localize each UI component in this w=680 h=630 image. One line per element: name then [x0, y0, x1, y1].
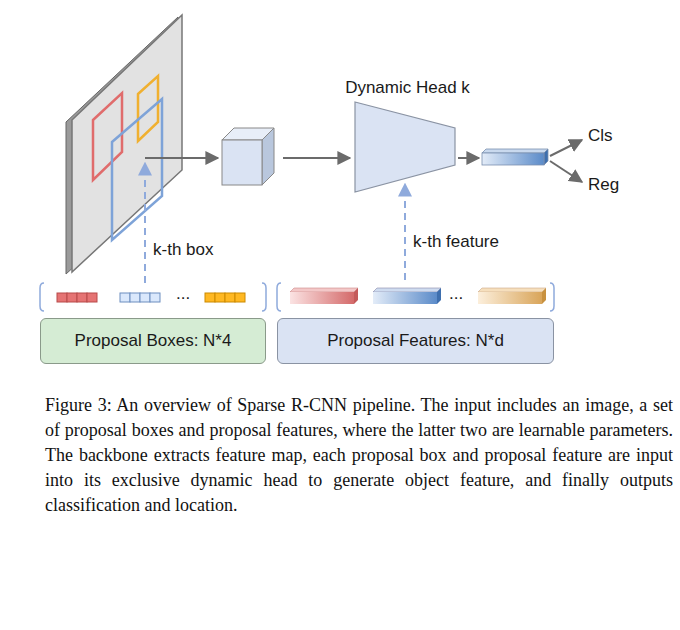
vector-cell — [87, 293, 97, 302]
cls-arrow — [550, 140, 582, 156]
dynamic-head: Dynamic Head k — [320, 78, 495, 196]
head-title: Dynamic Head k — [320, 78, 495, 98]
flow-arrow — [283, 157, 350, 159]
box-vectors — [57, 293, 245, 302]
blue-box — [112, 99, 162, 240]
box-label: Proposal Features: N*d — [327, 331, 504, 351]
vector-cell — [205, 293, 215, 302]
output-label: Cls — [588, 126, 613, 146]
reg-arrow — [550, 161, 582, 182]
flow-arrow — [145, 157, 218, 159]
vector-cell — [57, 293, 67, 302]
dashed-arrow — [404, 184, 406, 280]
proposal-features-box: Proposal Features: N*d — [277, 318, 554, 364]
bracket — [40, 283, 554, 311]
vector-cell — [67, 293, 77, 302]
vector-cell — [130, 293, 140, 302]
dashed-arrow — [144, 163, 146, 283]
image-plane — [66, 15, 182, 274]
vector-cell — [140, 293, 150, 302]
vector-cell — [225, 293, 235, 302]
vector-cell — [77, 293, 87, 302]
vector-cell — [235, 293, 245, 302]
output-label: Reg — [588, 175, 619, 195]
feature-vectors — [290, 288, 546, 304]
box-label: Proposal Boxes: N*4 — [75, 331, 232, 351]
roi-cube — [222, 128, 274, 185]
figure-caption: Figure 3: An overview of Sparse R-CNN pi… — [45, 393, 673, 518]
vector-cell — [120, 293, 130, 302]
arrow-label: k-th box — [153, 240, 213, 260]
orange-box — [138, 76, 158, 141]
flow-arrow — [458, 157, 479, 159]
ellipsis: ... — [449, 284, 463, 304]
vector-cell — [215, 293, 225, 302]
proposal-boxes-box: Proposal Boxes: N*4 — [40, 318, 266, 364]
vector-cell — [150, 293, 160, 302]
object-feature-bar — [482, 149, 548, 165]
arrow-label: k-th feature — [413, 232, 499, 252]
ellipsis: ... — [176, 284, 190, 304]
